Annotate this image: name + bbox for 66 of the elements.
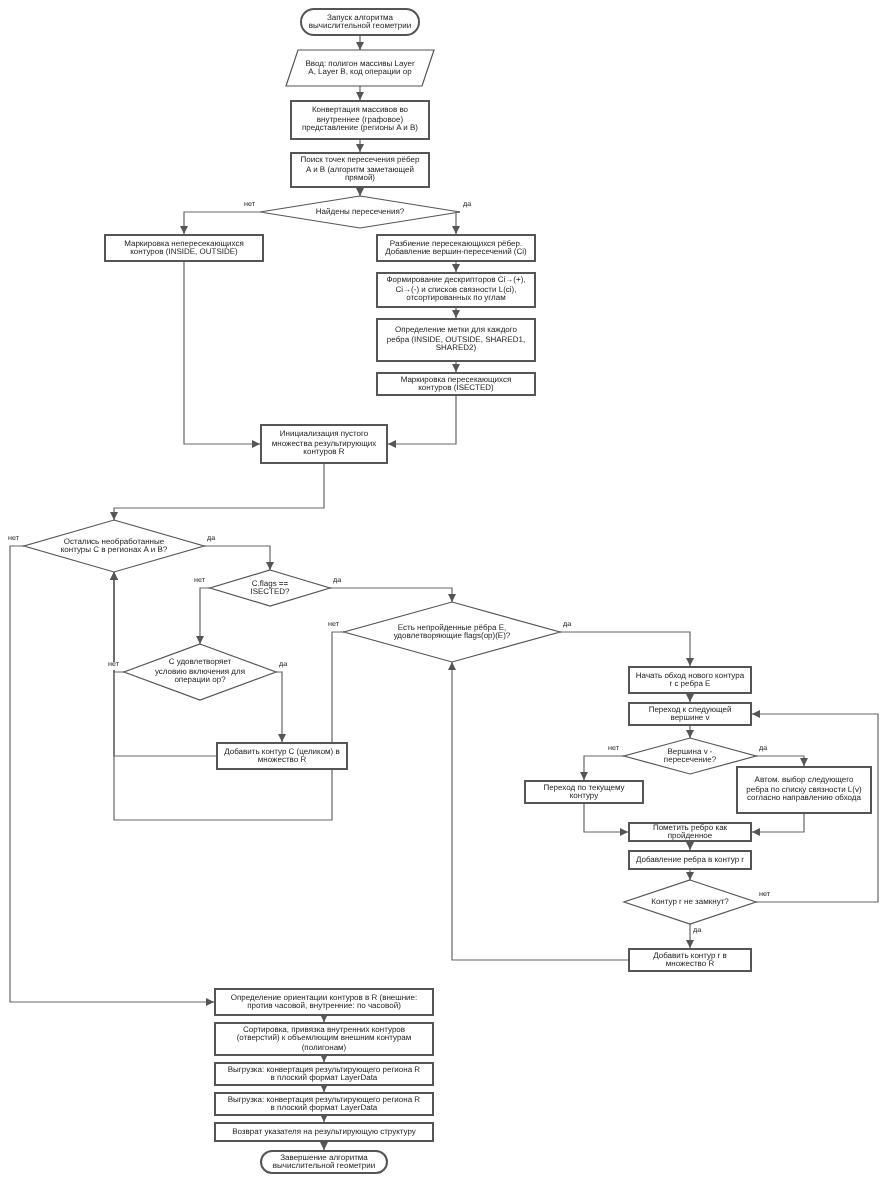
arrow — [686, 725, 694, 739]
arrow — [583, 803, 629, 836]
arrow — [356, 139, 364, 153]
decision-diamond — [624, 738, 756, 774]
process-box — [628, 822, 752, 842]
process-box — [104, 234, 264, 262]
decision-diamond — [344, 602, 560, 662]
arrow — [580, 755, 625, 781]
process-box — [214, 1022, 434, 1056]
arrow — [452, 361, 460, 373]
process-box — [628, 850, 752, 870]
arrow — [203, 545, 274, 571]
process-box — [628, 948, 752, 972]
arrow — [320, 1084, 328, 1093]
arrow — [356, 187, 364, 197]
arrow — [686, 693, 694, 703]
process-box — [216, 742, 348, 770]
process-box — [214, 1062, 434, 1086]
process-box — [628, 666, 752, 694]
arrow — [320, 1054, 328, 1063]
input-parallelogram — [286, 50, 434, 86]
arrow — [110, 463, 325, 521]
arrow — [686, 841, 694, 851]
arrow — [751, 710, 879, 903]
arrow — [9, 545, 215, 1006]
process-box — [260, 424, 388, 464]
arrow — [356, 85, 364, 101]
arrow — [356, 35, 364, 51]
arrow — [452, 261, 460, 273]
arrow — [452, 307, 460, 319]
process-box — [214, 1122, 434, 1142]
arrow — [320, 1114, 328, 1123]
decision-diamond — [210, 570, 330, 606]
process-box — [376, 272, 536, 308]
arrow — [110, 571, 345, 821]
arrow — [559, 631, 694, 667]
arrow — [196, 587, 211, 645]
arrow — [448, 661, 629, 961]
arrow — [183, 261, 261, 448]
process-box — [290, 152, 430, 188]
arrow — [686, 869, 694, 881]
process-box — [376, 318, 536, 362]
process-box — [524, 780, 644, 804]
arrow — [329, 587, 456, 603]
process-box — [376, 372, 536, 396]
process-box — [376, 234, 536, 262]
process-box — [628, 702, 752, 726]
arrow — [686, 923, 694, 949]
decision-diamond — [260, 196, 460, 228]
arrow — [755, 755, 808, 767]
arrow — [387, 395, 457, 448]
arrow — [320, 1014, 328, 1023]
process-box — [214, 988, 434, 1016]
decision-diamond — [124, 644, 276, 700]
process-box — [290, 100, 430, 140]
arrow — [275, 671, 286, 743]
decision-diamond — [24, 520, 204, 572]
arrow — [180, 211, 261, 235]
arrow — [452, 211, 461, 235]
process-box — [736, 766, 872, 814]
terminal-box — [300, 8, 420, 36]
terminal-box — [260, 1150, 388, 1174]
arrow — [320, 1141, 328, 1151]
decision-diamond — [624, 880, 756, 924]
arrow — [751, 813, 805, 836]
process-box — [214, 1092, 434, 1116]
